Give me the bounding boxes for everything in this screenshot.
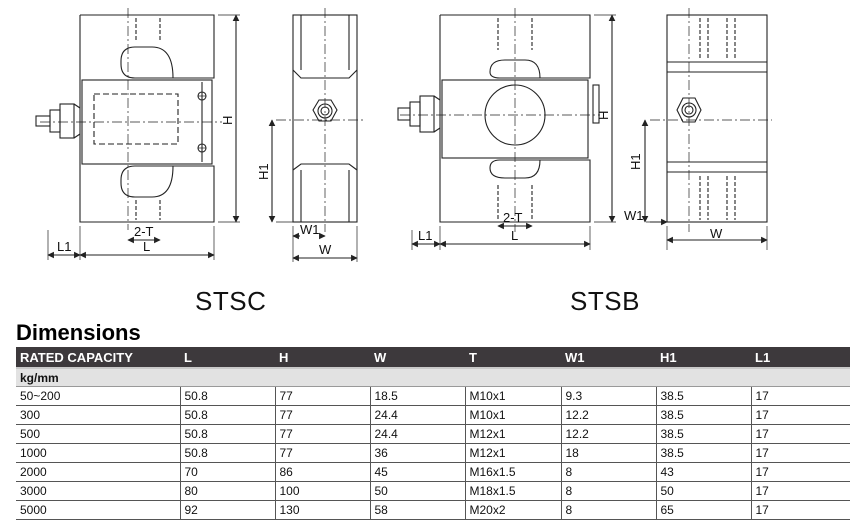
stsc-dim-W: W xyxy=(319,242,332,257)
column-header: W xyxy=(370,347,465,369)
stsb-front-view xyxy=(397,8,616,250)
stsc-dim-L1: L1 xyxy=(57,239,71,254)
stsb-dim-H1: H1 xyxy=(628,153,643,170)
table-cell: 50.8 xyxy=(179,405,275,425)
column-header: H xyxy=(275,347,370,369)
table-cell: 17 xyxy=(750,386,850,406)
table-cell: 70 xyxy=(179,462,275,482)
table-cell: 17 xyxy=(750,481,850,501)
table-cell: 8 xyxy=(560,500,656,520)
table-cell: M12x1 xyxy=(464,443,561,463)
stsc-dim-W1: W1 xyxy=(300,222,320,237)
table-cell: 18 xyxy=(560,443,656,463)
column-header: L xyxy=(180,347,275,369)
table-cell: M18x1.5 xyxy=(464,481,561,501)
table-cell: 24.4 xyxy=(369,424,465,444)
table-cell: 45 xyxy=(369,462,465,482)
table-cell: 5000 xyxy=(16,500,180,520)
table-cell: 17 xyxy=(750,443,850,463)
table-cell: 18.5 xyxy=(369,386,465,406)
table-cell: 36 xyxy=(369,443,465,463)
table-cell: 38.5 xyxy=(655,405,751,425)
column-header: H1 xyxy=(656,347,751,369)
table-cell: 100 xyxy=(274,481,370,501)
table-cell: 58 xyxy=(369,500,465,520)
table-cell: 38.5 xyxy=(655,386,751,406)
stsc-dim-H: H xyxy=(220,116,235,125)
table-cell: 77 xyxy=(274,424,370,444)
table-cell: 8 xyxy=(560,462,656,482)
table-cell: 8 xyxy=(560,481,656,501)
column-header: T xyxy=(465,347,561,369)
table-cell: 17 xyxy=(750,462,850,482)
table-cell: 50.8 xyxy=(179,386,275,406)
table-cell: 17 xyxy=(750,405,850,425)
table-cell: 43 xyxy=(655,462,751,482)
column-header: W1 xyxy=(561,347,656,369)
table-cell: 80 xyxy=(179,481,275,501)
stsb-dim-H: H xyxy=(596,111,611,120)
stsc-dim-L: L xyxy=(143,239,150,254)
table-cell: 50.8 xyxy=(179,424,275,444)
table-cell: 77 xyxy=(274,386,370,406)
stsc-dim-2T: 2-T xyxy=(134,224,154,239)
section-title: Dimensions xyxy=(16,320,141,345)
table-cell: M20x2 xyxy=(464,500,561,520)
table-cell: 17 xyxy=(750,424,850,444)
table-cell: 24.4 xyxy=(369,405,465,425)
dimensions-table: RATED CAPACITY L H W T W1 H1 L1 kg/mm 50… xyxy=(16,347,850,520)
table-cell: 38.5 xyxy=(655,424,751,444)
table-cell: 12.2 xyxy=(560,405,656,425)
table-cell: 50 xyxy=(655,481,751,501)
table-cell: 77 xyxy=(274,443,370,463)
table-cell: M16x1.5 xyxy=(464,462,561,482)
table-cell: 12.2 xyxy=(560,424,656,444)
stsc-side-view xyxy=(268,8,365,262)
table-cell: 1000 xyxy=(16,443,180,463)
stsc-front-view xyxy=(35,8,240,260)
column-header: RATED CAPACITY xyxy=(16,347,180,369)
table-cell: 2000 xyxy=(16,462,180,482)
table-cell: 50~200 xyxy=(16,386,180,406)
table-cell: 50.8 xyxy=(179,443,275,463)
stsb-dim-2T: 2-T xyxy=(503,210,523,225)
stsc-dim-H1: H1 xyxy=(256,163,271,180)
table-cell: M12x1 xyxy=(464,424,561,444)
table-cell: 9.3 xyxy=(560,386,656,406)
table-cell: 3000 xyxy=(16,481,180,501)
table-cell: 38.5 xyxy=(655,443,751,463)
table-cell: 130 xyxy=(274,500,370,520)
table-header-row: RATED CAPACITY L H W T W1 H1 L1 xyxy=(16,347,850,369)
model-label-stsb: STSB xyxy=(570,286,640,316)
drawing-canvas: L L1 2-T H H1 W W1 L L1 2-T H H1 W W1 xyxy=(35,8,772,262)
unit-row: kg/mm xyxy=(16,368,850,387)
stsb-dim-L1: L1 xyxy=(418,228,432,243)
table-cell: 65 xyxy=(655,500,751,520)
table-cell: 77 xyxy=(274,405,370,425)
unit-label: kg/mm xyxy=(16,368,850,387)
stsb-dim-L: L xyxy=(511,228,518,243)
table-cell: 86 xyxy=(274,462,370,482)
stsb-dim-W: W xyxy=(710,226,723,241)
column-header: L1 xyxy=(751,347,850,369)
table-cell: 500 xyxy=(16,424,180,444)
technical-drawings: L L1 2-T H H1 W W1 L L1 2-T H H1 W W1 ST… xyxy=(35,8,772,316)
stsb-side-view xyxy=(641,8,772,250)
table-cell: 92 xyxy=(179,500,275,520)
table-cell: 300 xyxy=(16,405,180,425)
table-cell: 50 xyxy=(369,481,465,501)
table-cell: M10x1 xyxy=(464,405,561,425)
table-cell: 17 xyxy=(750,500,850,520)
stsb-dim-W1: W1 xyxy=(624,208,644,223)
table-cell: M10x1 xyxy=(464,386,561,406)
model-label-stsc: STSC xyxy=(195,286,267,316)
